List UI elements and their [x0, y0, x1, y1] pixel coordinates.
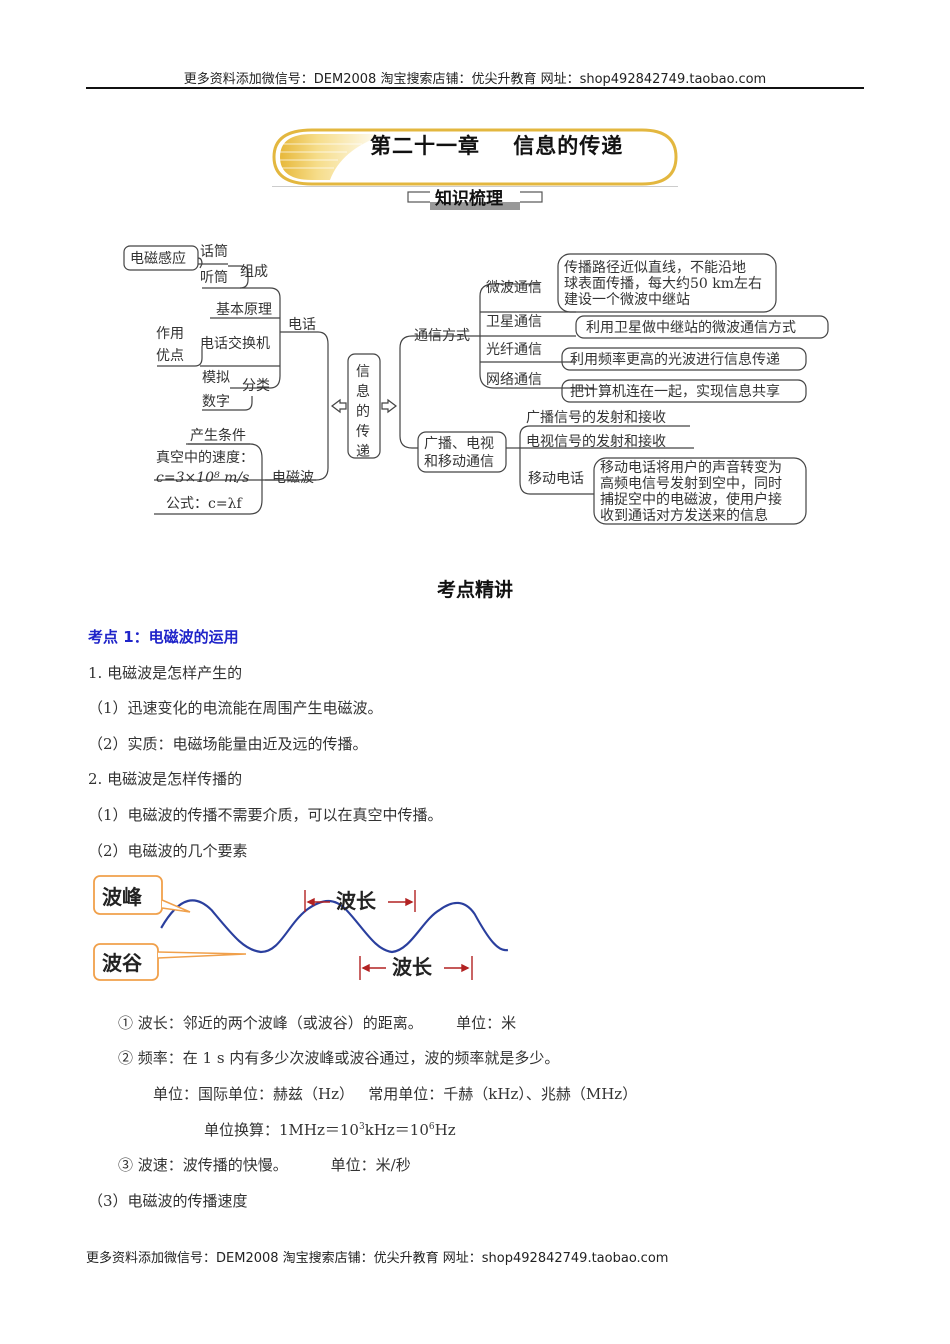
header-divider: [86, 87, 864, 89]
crest-label: 波峰: [102, 885, 142, 909]
svg-text:卫星通信: 卫星通信: [486, 314, 542, 330]
line-2a: （1）电磁波的传播不需要介质，可以在真空中传播。: [88, 806, 443, 824]
svg-text:通信方式: 通信方式: [414, 328, 470, 344]
svg-text:传: 传: [356, 424, 370, 440]
svg-text:捕捉空中的电磁波，使用户接: 捕捉空中的电磁波，使用户接: [600, 491, 782, 508]
svg-text:递: 递: [356, 444, 370, 460]
svg-text:微波通信: 微波通信: [486, 280, 542, 296]
svg-text:把计算机连在一起，实现信息共享: 把计算机连在一起，实现信息共享: [570, 383, 780, 400]
svg-text:话筒: 话筒: [200, 243, 228, 260]
mind-map: 电磁感应 话筒 听筒 组成 基本原理 电话 作用 优点 电话交换机 模拟 数字 …: [123, 243, 829, 525]
page-footer: 更多资料添加微信号：DEM2008 淘宝搜索店铺：优尖升教育 网址：shop49…: [86, 1251, 669, 1266]
svg-text:光纤通信: 光纤通信: [486, 342, 542, 358]
heading-2: 2. 电磁波是怎样传播的: [88, 770, 243, 788]
svg-text:模拟: 模拟: [202, 370, 230, 386]
svg-text:电话交换机: 电话交换机: [200, 335, 270, 352]
frequency-units: 单位：国际单位：赫兹（Hz） 常用单位：千赫（kHz）、兆赫（MHz）: [153, 1085, 638, 1103]
svg-text:高频电信号发射到空中，同时: 高频电信号发射到空中，同时: [600, 475, 782, 492]
svg-text:收到通话对方发送来的信息: 收到通话对方发送来的信息: [600, 507, 768, 524]
svg-text:利用频率更高的光波进行信息传递: 利用频率更高的光波进行信息传递: [570, 351, 780, 368]
svg-text:和移动通信: 和移动通信: [424, 454, 494, 470]
page-header: 更多资料添加微信号：DEM2008 淘宝搜索店铺：优尖升教育 网址：shop49…: [183, 72, 767, 87]
section-title: 考点精讲: [436, 579, 513, 601]
svg-text:产生条件: 产生条件: [190, 427, 246, 444]
svg-text:传播路径近似直线，不能沿地: 传播路径近似直线，不能沿地: [564, 259, 746, 276]
svg-text:信: 信: [356, 364, 370, 380]
wavelength-def: ① 波长：邻近的两个波峰（或波谷）的距离。 单位：米: [118, 1014, 517, 1032]
svg-text:听筒: 听筒: [200, 269, 228, 286]
svg-text:作用: 作用: [156, 326, 184, 342]
line-2b: （2）电磁波的几个要素: [88, 842, 248, 860]
unit-conversion: 单位换算：1MHz＝103kHz＝106Hz: [204, 1121, 456, 1139]
svg-text:分类: 分类: [242, 378, 270, 394]
svg-text:基本原理: 基本原理: [216, 301, 272, 318]
chapter-title: 第二十一章 信息的传递: [370, 134, 624, 158]
wavelength-label-top: 波长: [336, 889, 377, 913]
svg-text:真空中的速度：: 真空中的速度：: [156, 450, 254, 466]
svg-text:建设一个微波中继站: 建设一个微波中继站: [564, 292, 690, 308]
svg-text:电话: 电话: [288, 317, 316, 333]
svg-text:优点: 优点: [156, 348, 184, 364]
trough-label: 波谷: [102, 951, 143, 975]
svg-text:息: 息: [356, 383, 370, 400]
wave-speed-def: ③ 波速：波传播的快慢。 单位：米/秒: [118, 1156, 411, 1174]
svg-text:的: 的: [356, 404, 370, 420]
wave-diagram: 波峰 波谷 波长 波长: [93, 875, 509, 981]
svg-text:c=3×10⁸ m/s: c=3×10⁸ m/s: [156, 470, 249, 486]
svg-text:广播、电视: 广播、电视: [424, 436, 494, 452]
svg-text:广播信号的发射和接收: 广播信号的发射和接收: [526, 409, 666, 426]
svg-text:球表面传播，每大约50 km左右: 球表面传播，每大约50 km左右: [564, 276, 762, 292]
svg-text:利用卫星做中继站的微波通信方式: 利用卫星做中继站的微波通信方式: [586, 320, 796, 336]
svg-text:网络通信: 网络通信: [486, 372, 542, 388]
svg-text:电视信号的发射和接收: 电视信号的发射和接收: [526, 433, 666, 450]
chapter-banner: [272, 128, 678, 187]
frequency-def: ② 频率：在 1 s 内有多少次波峰或波谷通过，波的频率就是多少。: [118, 1049, 560, 1067]
heading-1: 1. 电磁波是怎样产生的: [88, 664, 243, 682]
svg-text:移动电话: 移动电话: [528, 471, 584, 487]
subtitle-frame: [407, 188, 543, 210]
line-1b: （2）实质：电磁场能量由近及远的传播。: [88, 735, 368, 753]
svg-text:电磁波: 电磁波: [272, 470, 314, 486]
mm-em-induction: 电磁感应: [130, 250, 186, 267]
line-3: （3）电磁波的传播速度: [88, 1192, 248, 1210]
svg-text:数字: 数字: [202, 394, 230, 410]
svg-text:组成: 组成: [240, 264, 268, 280]
line-1a: （1）迅速变化的电流能在周围产生电磁波。: [88, 699, 383, 717]
exam-point-1: 考点 1：电磁波的运用: [88, 628, 239, 646]
subtitle-knowledge: 知识梳理: [435, 189, 503, 209]
svg-text:公式：c=λf: 公式：c=λf: [166, 496, 243, 512]
wavelength-label-bottom: 波长: [392, 955, 433, 979]
svg-text:移动电话将用户的声音转变为: 移动电话将用户的声音转变为: [600, 459, 782, 476]
